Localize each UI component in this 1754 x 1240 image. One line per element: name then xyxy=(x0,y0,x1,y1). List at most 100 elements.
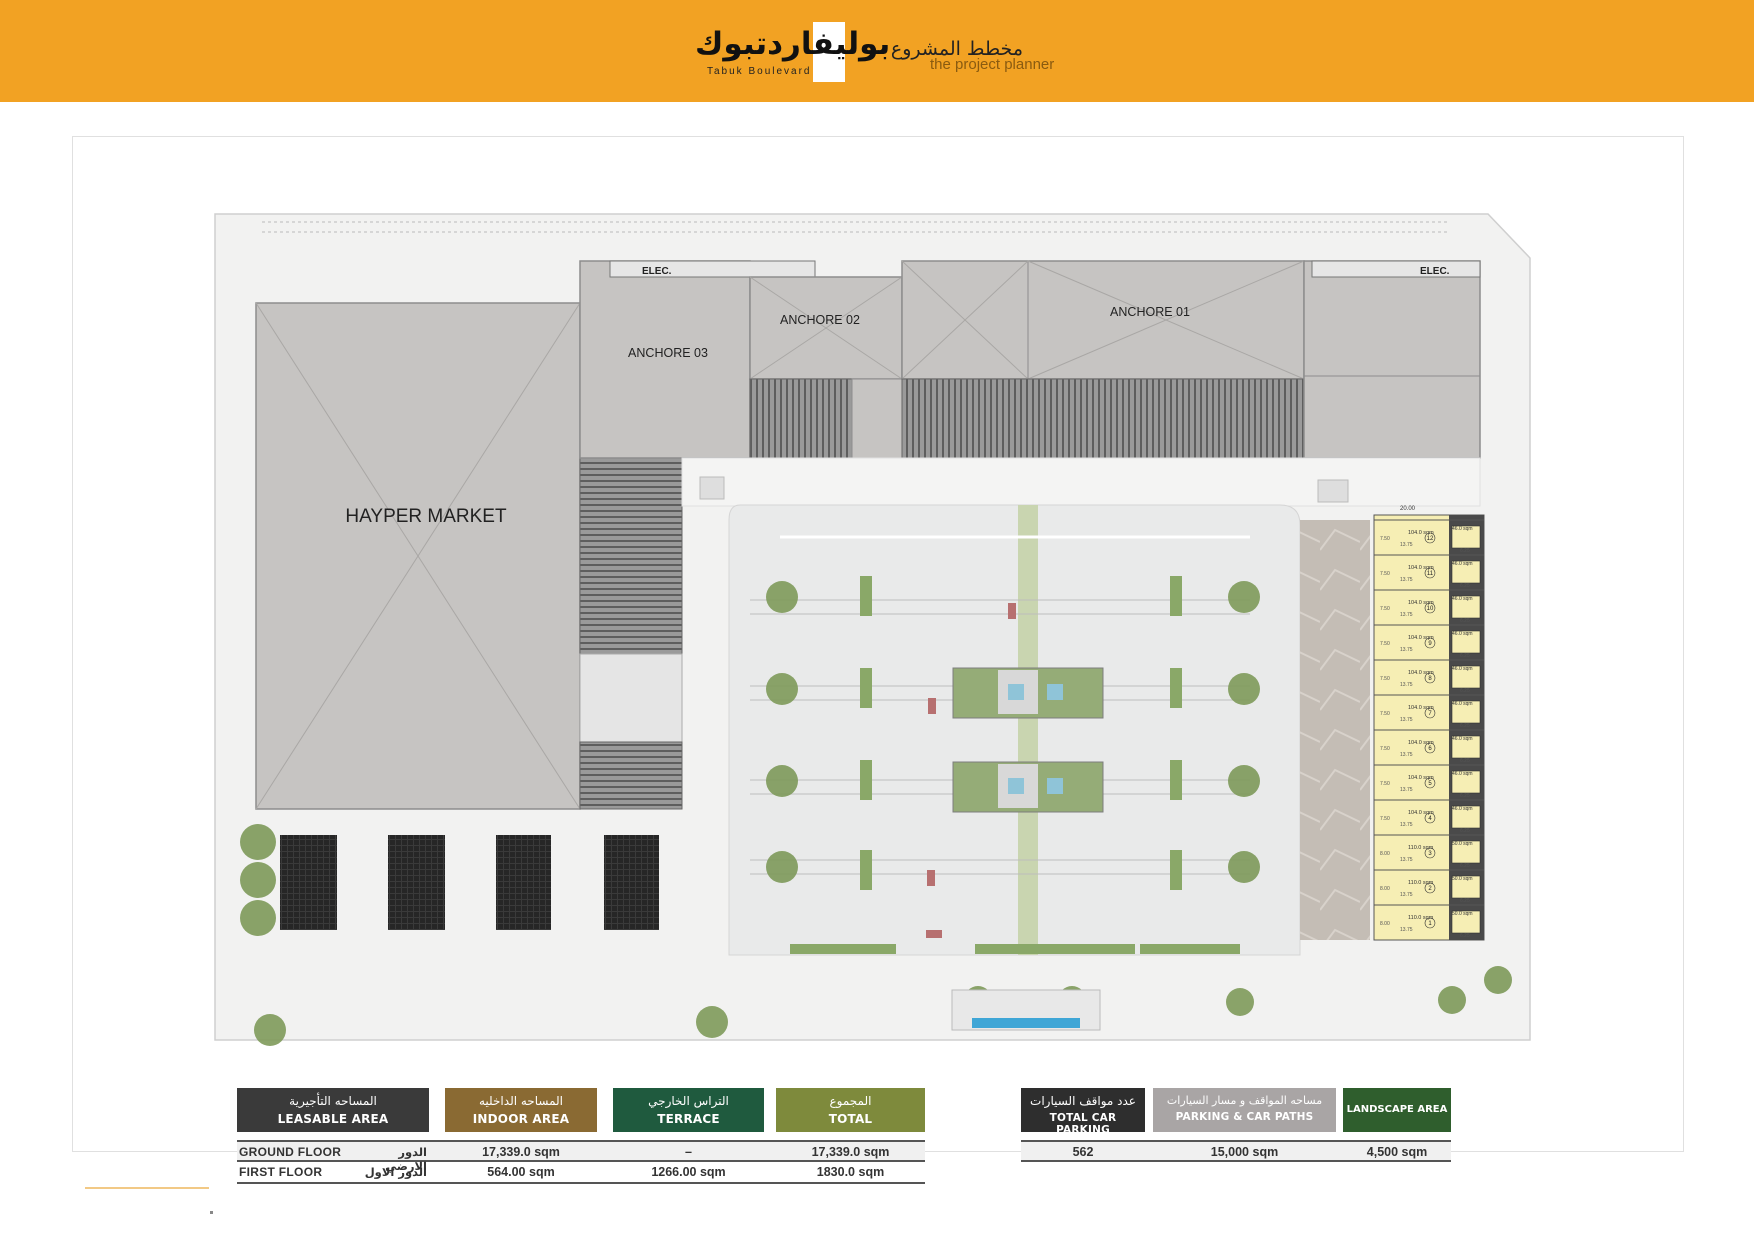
unit-depth-dim: 13.75 xyxy=(1400,857,1413,863)
elec-label-right: ELEC. xyxy=(1420,266,1450,277)
marble-paving xyxy=(1300,520,1370,940)
unit-depth-dim: 13.75 xyxy=(1400,787,1413,793)
unit-depth-dim: 13.75 xyxy=(1400,682,1413,688)
unit-number: 3 xyxy=(1428,851,1432,857)
legend-total-car-parking: عدد مواقف السيارات TOTAL CAR PARKING xyxy=(1021,1088,1145,1136)
anchor-01-building: ANCHORE 01 xyxy=(901,260,1305,380)
right-building xyxy=(1303,260,1481,459)
unit-large-area: 104.0 sqm xyxy=(1408,565,1434,571)
unit-width-dim: 7.50 xyxy=(1380,571,1390,577)
unit-number-circle xyxy=(1424,672,1436,684)
total-value: 1830.0 sqm xyxy=(816,1165,885,1179)
landscape-area-value: 4,500 sqm xyxy=(1366,1145,1428,1159)
table-row-first-floor: FIRST FLOOR الدور الاول 564.00 sqm 1266.… xyxy=(237,1162,925,1184)
cars xyxy=(926,603,1016,938)
unit-large-area: 110.0 sqm xyxy=(1408,845,1434,851)
unit-small-area: 46.0 sqm xyxy=(1452,736,1473,742)
unit-width-dim: 7.50 xyxy=(1380,676,1390,682)
terrace-value: – xyxy=(685,1145,692,1159)
unit-width-dim: 8.00 xyxy=(1380,921,1390,927)
unit-small-area: 46.0 sqm xyxy=(1452,596,1473,602)
footer-dot xyxy=(210,1211,213,1214)
floor-name-ar: الدور الارضي xyxy=(385,1145,427,1173)
unit-large-area: 110.0 sqm xyxy=(1408,915,1434,921)
unit-small-area: 46.0 sqm xyxy=(1452,806,1473,812)
unit-number-circle xyxy=(1424,567,1436,579)
unit-number: 2 xyxy=(1428,886,1432,892)
unit-depth-dim: 13.75 xyxy=(1400,542,1413,548)
unit-width-dim: 7.50 xyxy=(1380,711,1390,717)
anchor-03-building: ANCHORE 03 xyxy=(579,260,751,459)
unit-width-dim: 7.50 xyxy=(1380,781,1390,787)
logo-white-block xyxy=(813,22,845,82)
unit-number-circle xyxy=(1424,882,1436,894)
unit-number: 7 xyxy=(1428,711,1432,717)
anchor-03-label: ANCHORE 03 xyxy=(628,346,708,360)
unit-small-area: 46.0 sqm xyxy=(1452,666,1473,672)
unit-small-room xyxy=(1451,875,1481,899)
unit-width-dim: 7.50 xyxy=(1380,536,1390,542)
unit-large-area: 104.0 sqm xyxy=(1408,740,1434,746)
anchor-02-building: ANCHORE 02 xyxy=(749,276,903,380)
unit-number-circle xyxy=(1424,777,1436,789)
unit-number-circle xyxy=(1424,847,1436,859)
unit-large-area: 104.0 sqm xyxy=(1408,530,1434,536)
unit-large-area: 104.0 sqm xyxy=(1408,635,1434,641)
unit-small-area: 46.0 sqm xyxy=(1452,526,1473,532)
unit-small-dim: 6.25 xyxy=(1460,583,1470,589)
unit-number: 8 xyxy=(1428,676,1432,682)
unit-small-dim: 6.25 xyxy=(1460,618,1470,624)
unit-small-dim: 6.25 xyxy=(1460,863,1470,869)
elec-room-left xyxy=(609,260,816,278)
unit-small-area: 50.0 sqm xyxy=(1452,911,1473,917)
unit-small-dim: 6.25 xyxy=(1460,933,1470,939)
parking-count-value: 562 xyxy=(1072,1145,1094,1159)
parking-area xyxy=(728,504,1301,956)
elec-label-left: ELEC. xyxy=(642,266,672,277)
tagline-arabic: مخطط المشروع xyxy=(890,38,1023,60)
unit-small-room xyxy=(1451,840,1481,864)
unit-depth-dim: 13.75 xyxy=(1400,647,1413,653)
table-row-parking: 562 15,000 sqm 4,500 sqm xyxy=(1021,1140,1451,1162)
unit-small-room xyxy=(1451,525,1481,549)
unit-small-area: 50.0 sqm xyxy=(1452,841,1473,847)
unit-number: 1 xyxy=(1428,921,1432,927)
unit-number-circle xyxy=(1424,637,1436,649)
unit-depth-dim: 13.75 xyxy=(1400,892,1413,898)
unit-number: 10 xyxy=(1427,606,1434,612)
unit-small-area: 50.0 sqm xyxy=(1452,876,1473,882)
indoor-area-value: 17,339.0 sqm xyxy=(482,1145,560,1159)
floor-name-en: GROUND FLOOR xyxy=(239,1145,342,1159)
indoor-area-value: 564.00 sqm xyxy=(487,1165,555,1179)
unit-large-area: 104.0 sqm xyxy=(1408,705,1434,711)
hypermarket-label: HAYPER MARKET xyxy=(345,506,507,527)
unit-small-room xyxy=(1451,630,1481,654)
unit-small-dim: 6.25 xyxy=(1460,758,1470,764)
unit-number-circle xyxy=(1424,707,1436,719)
anchor-02-label: ANCHORE 02 xyxy=(780,313,860,327)
unit-small-dim: 6.25 xyxy=(1460,653,1470,659)
unit-large-area: 104.0 sqm xyxy=(1408,810,1434,816)
unit-small-dim: 6.25 xyxy=(1460,793,1470,799)
hypermarket-building: HAYPER MARKET xyxy=(255,302,581,810)
legend-total: المجموع TOTAL xyxy=(776,1088,925,1132)
elec-room-right xyxy=(1311,260,1481,278)
unit-width-dim: 8.00 xyxy=(1380,851,1390,857)
unit-number-circle xyxy=(1424,917,1436,929)
unit-small-dim: 6.25 xyxy=(1460,898,1470,904)
unit-large-area: 104.0 sqm xyxy=(1408,670,1434,676)
unit-number: 12 xyxy=(1427,536,1434,542)
legend-terrace: التراس الخارجي TERRACE xyxy=(613,1088,764,1132)
unit-small-room xyxy=(1451,910,1481,934)
unit-small-dim: 6.25 xyxy=(1460,723,1470,729)
unit-width-dim: 7.50 xyxy=(1380,816,1390,822)
dim-top: 20.00 xyxy=(1400,506,1416,512)
unit-number: 9 xyxy=(1428,641,1432,647)
floor-name-ar: الدور الاول xyxy=(364,1165,427,1179)
unit-small-dim: 6.25 xyxy=(1460,688,1470,694)
unit-small-dim: 6.25 xyxy=(1460,548,1470,554)
unit-small-dim: 6.25 xyxy=(1460,828,1470,834)
unit-depth-dim: 13.75 xyxy=(1400,822,1413,828)
unit-depth-dim: 13.75 xyxy=(1400,717,1413,723)
unit-small-room xyxy=(1451,560,1481,584)
